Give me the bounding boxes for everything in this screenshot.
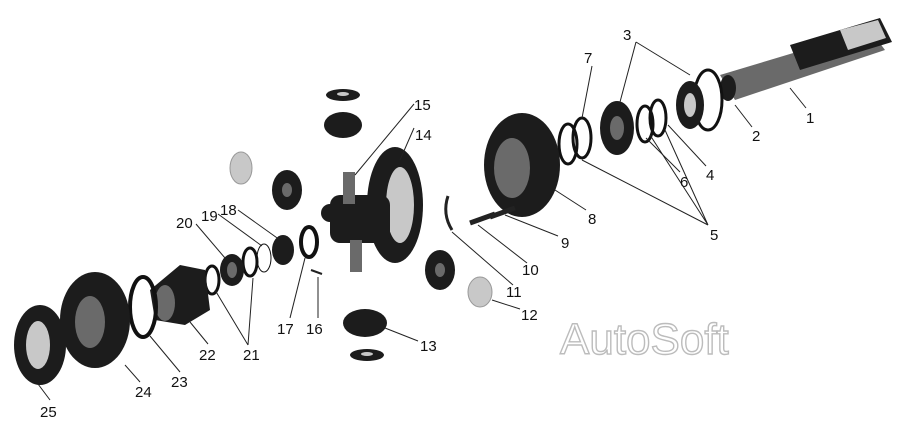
callout-4: 4 <box>706 167 714 184</box>
leader-lines <box>37 41 807 401</box>
callout-15: 15 <box>414 97 431 114</box>
callout-20: 20 <box>176 215 193 232</box>
part-pins <box>444 195 516 231</box>
callout-25: 25 <box>40 404 57 421</box>
callout-labels: 1 2 3 4 5 6 7 8 9 10 11 12 13 14 15 16 1… <box>40 27 814 421</box>
callout-10: 10 <box>522 262 539 279</box>
callout-5: 5 <box>710 227 718 244</box>
callout-3: 3 <box>623 27 631 44</box>
callout-14: 14 <box>415 127 432 144</box>
callout-12: 12 <box>521 307 538 324</box>
callout-19: 19 <box>201 208 218 225</box>
callout-2: 2 <box>752 128 760 145</box>
watermark: AutoSoft <box>560 315 729 364</box>
callout-7: 7 <box>584 50 592 67</box>
callout-8: 8 <box>588 211 596 228</box>
callout-18: 18 <box>220 202 237 219</box>
part-ring-gear <box>484 113 560 217</box>
callout-1: 1 <box>806 110 814 127</box>
part-left-assembly <box>14 225 323 385</box>
callout-24: 24 <box>135 384 152 401</box>
callout-17: 17 <box>277 321 294 338</box>
callout-22: 22 <box>199 347 216 364</box>
callout-23: 23 <box>171 374 188 391</box>
callout-11: 11 <box>506 284 522 301</box>
callout-16: 16 <box>306 321 323 338</box>
part-diff-housing <box>321 147 423 272</box>
part-rings-right <box>557 68 724 166</box>
callout-13: 13 <box>420 338 437 355</box>
part-pinions <box>229 89 493 361</box>
callout-9: 9 <box>561 235 569 252</box>
part-shaft <box>720 18 892 101</box>
callout-21: 21 <box>243 347 260 364</box>
callout-6: 6 <box>680 174 688 191</box>
